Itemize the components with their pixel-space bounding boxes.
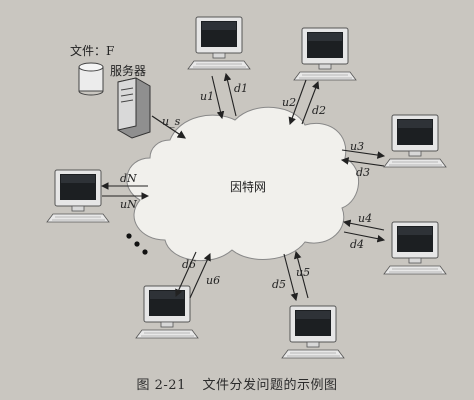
peer-4-links: [342, 219, 386, 243]
file-cylinder-icon: [78, 62, 104, 96]
peer-N-computer-icon: [46, 169, 110, 223]
peer-4-upload-label: u4: [358, 212, 373, 225]
peer-3-links: [340, 149, 386, 167]
peer-6-computer-icon: [135, 285, 199, 339]
peer-1-links: [211, 72, 237, 120]
peer-4-download-label: d4: [350, 238, 365, 251]
internet-cloud: [126, 106, 360, 262]
peer-1-computer-icon: [187, 16, 251, 70]
peer-5-upload-label: u5: [296, 266, 311, 279]
file-label: 文件：F: [70, 44, 115, 58]
peer-N-upload-label: uN: [120, 198, 137, 211]
peer-3-download-label: d3: [356, 166, 371, 179]
peer-N-links: [100, 182, 150, 200]
server-icon: [117, 77, 151, 139]
peer-5-links: [283, 250, 309, 302]
peer-2-upload-label: u2: [282, 96, 297, 109]
server-upload-arrow: [151, 115, 186, 139]
peer-6-links: [175, 251, 211, 299]
figure-caption-text: 文件分发问题的示例图: [202, 378, 338, 393]
peer-1-download-label: d1: [234, 82, 249, 95]
more-peers-ellipsis: [126, 233, 148, 255]
peer-5-computer-icon: [281, 305, 345, 359]
server-upload-label: u_s: [162, 115, 181, 128]
peer-6-upload-label: u6: [206, 274, 221, 287]
internet-label: 因特网: [230, 180, 267, 194]
peer-4-computer-icon: [383, 221, 447, 275]
peer-2-links: [288, 79, 320, 126]
peer-1-upload-label: u1: [200, 90, 215, 103]
figure-caption: 图 2-21 文件分发问题的示例图: [0, 374, 474, 393]
server-label: 服务器: [110, 64, 147, 78]
peer-3-upload-label: u3: [350, 140, 365, 153]
peer-3-computer-icon: [383, 114, 447, 168]
peer-6-download-label: d6: [182, 258, 197, 271]
peer-N-download-label: dN: [120, 172, 137, 185]
figure-number: 图 2-21: [136, 378, 186, 393]
peer-2-download-label: d2: [312, 104, 327, 117]
peer-2-computer-icon: [293, 27, 357, 81]
peer-5-download-label: d5: [272, 278, 287, 291]
